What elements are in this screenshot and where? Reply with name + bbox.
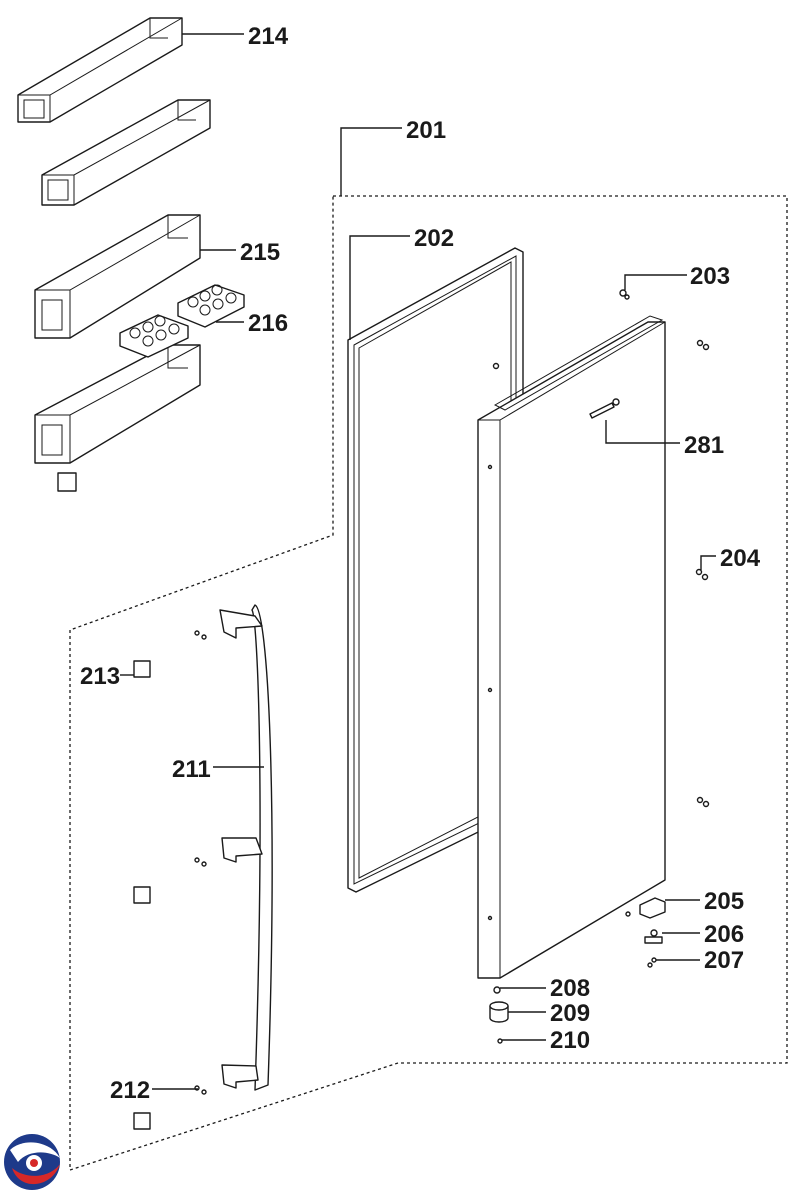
assembly-outline [69,195,788,1171]
label-202: 202 [414,225,454,252]
door-bin-214-bottom [41,99,211,206]
logo-badge-281 [589,398,620,419]
screw-set-204 [695,339,710,808]
label-211: 211 [172,756,211,783]
label-215: 215 [240,239,280,266]
label-209: 209 [550,1000,590,1027]
hinge-pin-206 [644,929,663,944]
label-210: 210 [550,1027,590,1054]
label-214: 214 [248,23,289,50]
leader-203 [624,274,687,290]
label-201: 201 [406,117,446,144]
screw-203 [619,289,630,300]
leader-201 [340,127,402,196]
door-bin-214-top [17,17,183,123]
label-281: 281 [684,432,724,459]
cap-213-middle [133,886,151,904]
handle-screws [194,630,207,1095]
door-bin-215-bottom [34,344,201,464]
small-pad [57,472,77,492]
label-206: 206 [704,921,744,948]
hinge-205 [625,897,666,919]
screw-208 [493,986,501,994]
label-216: 216 [248,310,288,337]
label-205: 205 [704,888,744,915]
label-213: 213 [80,663,120,690]
egg-tray-216-left [119,314,189,358]
cap-213-top [133,660,151,678]
door-panel [477,315,666,979]
leader-281 [605,420,680,444]
label-212: 212 [110,1077,150,1104]
brand-logo-icon [4,1134,60,1190]
leader-204 [700,555,716,570]
cap-213-bottom [133,1112,151,1130]
pin-210 [497,1038,503,1044]
egg-tray-216-right [177,284,245,328]
label-208: 208 [550,975,590,1002]
door-handle-211 [219,604,273,1091]
label-207: 207 [704,947,744,974]
bushing-209 [489,1001,509,1023]
door-bin-215-top [34,214,201,339]
screw-207 [647,957,657,968]
leader-202 [349,235,410,340]
label-204: 204 [720,545,761,572]
label-203: 203 [690,263,730,290]
